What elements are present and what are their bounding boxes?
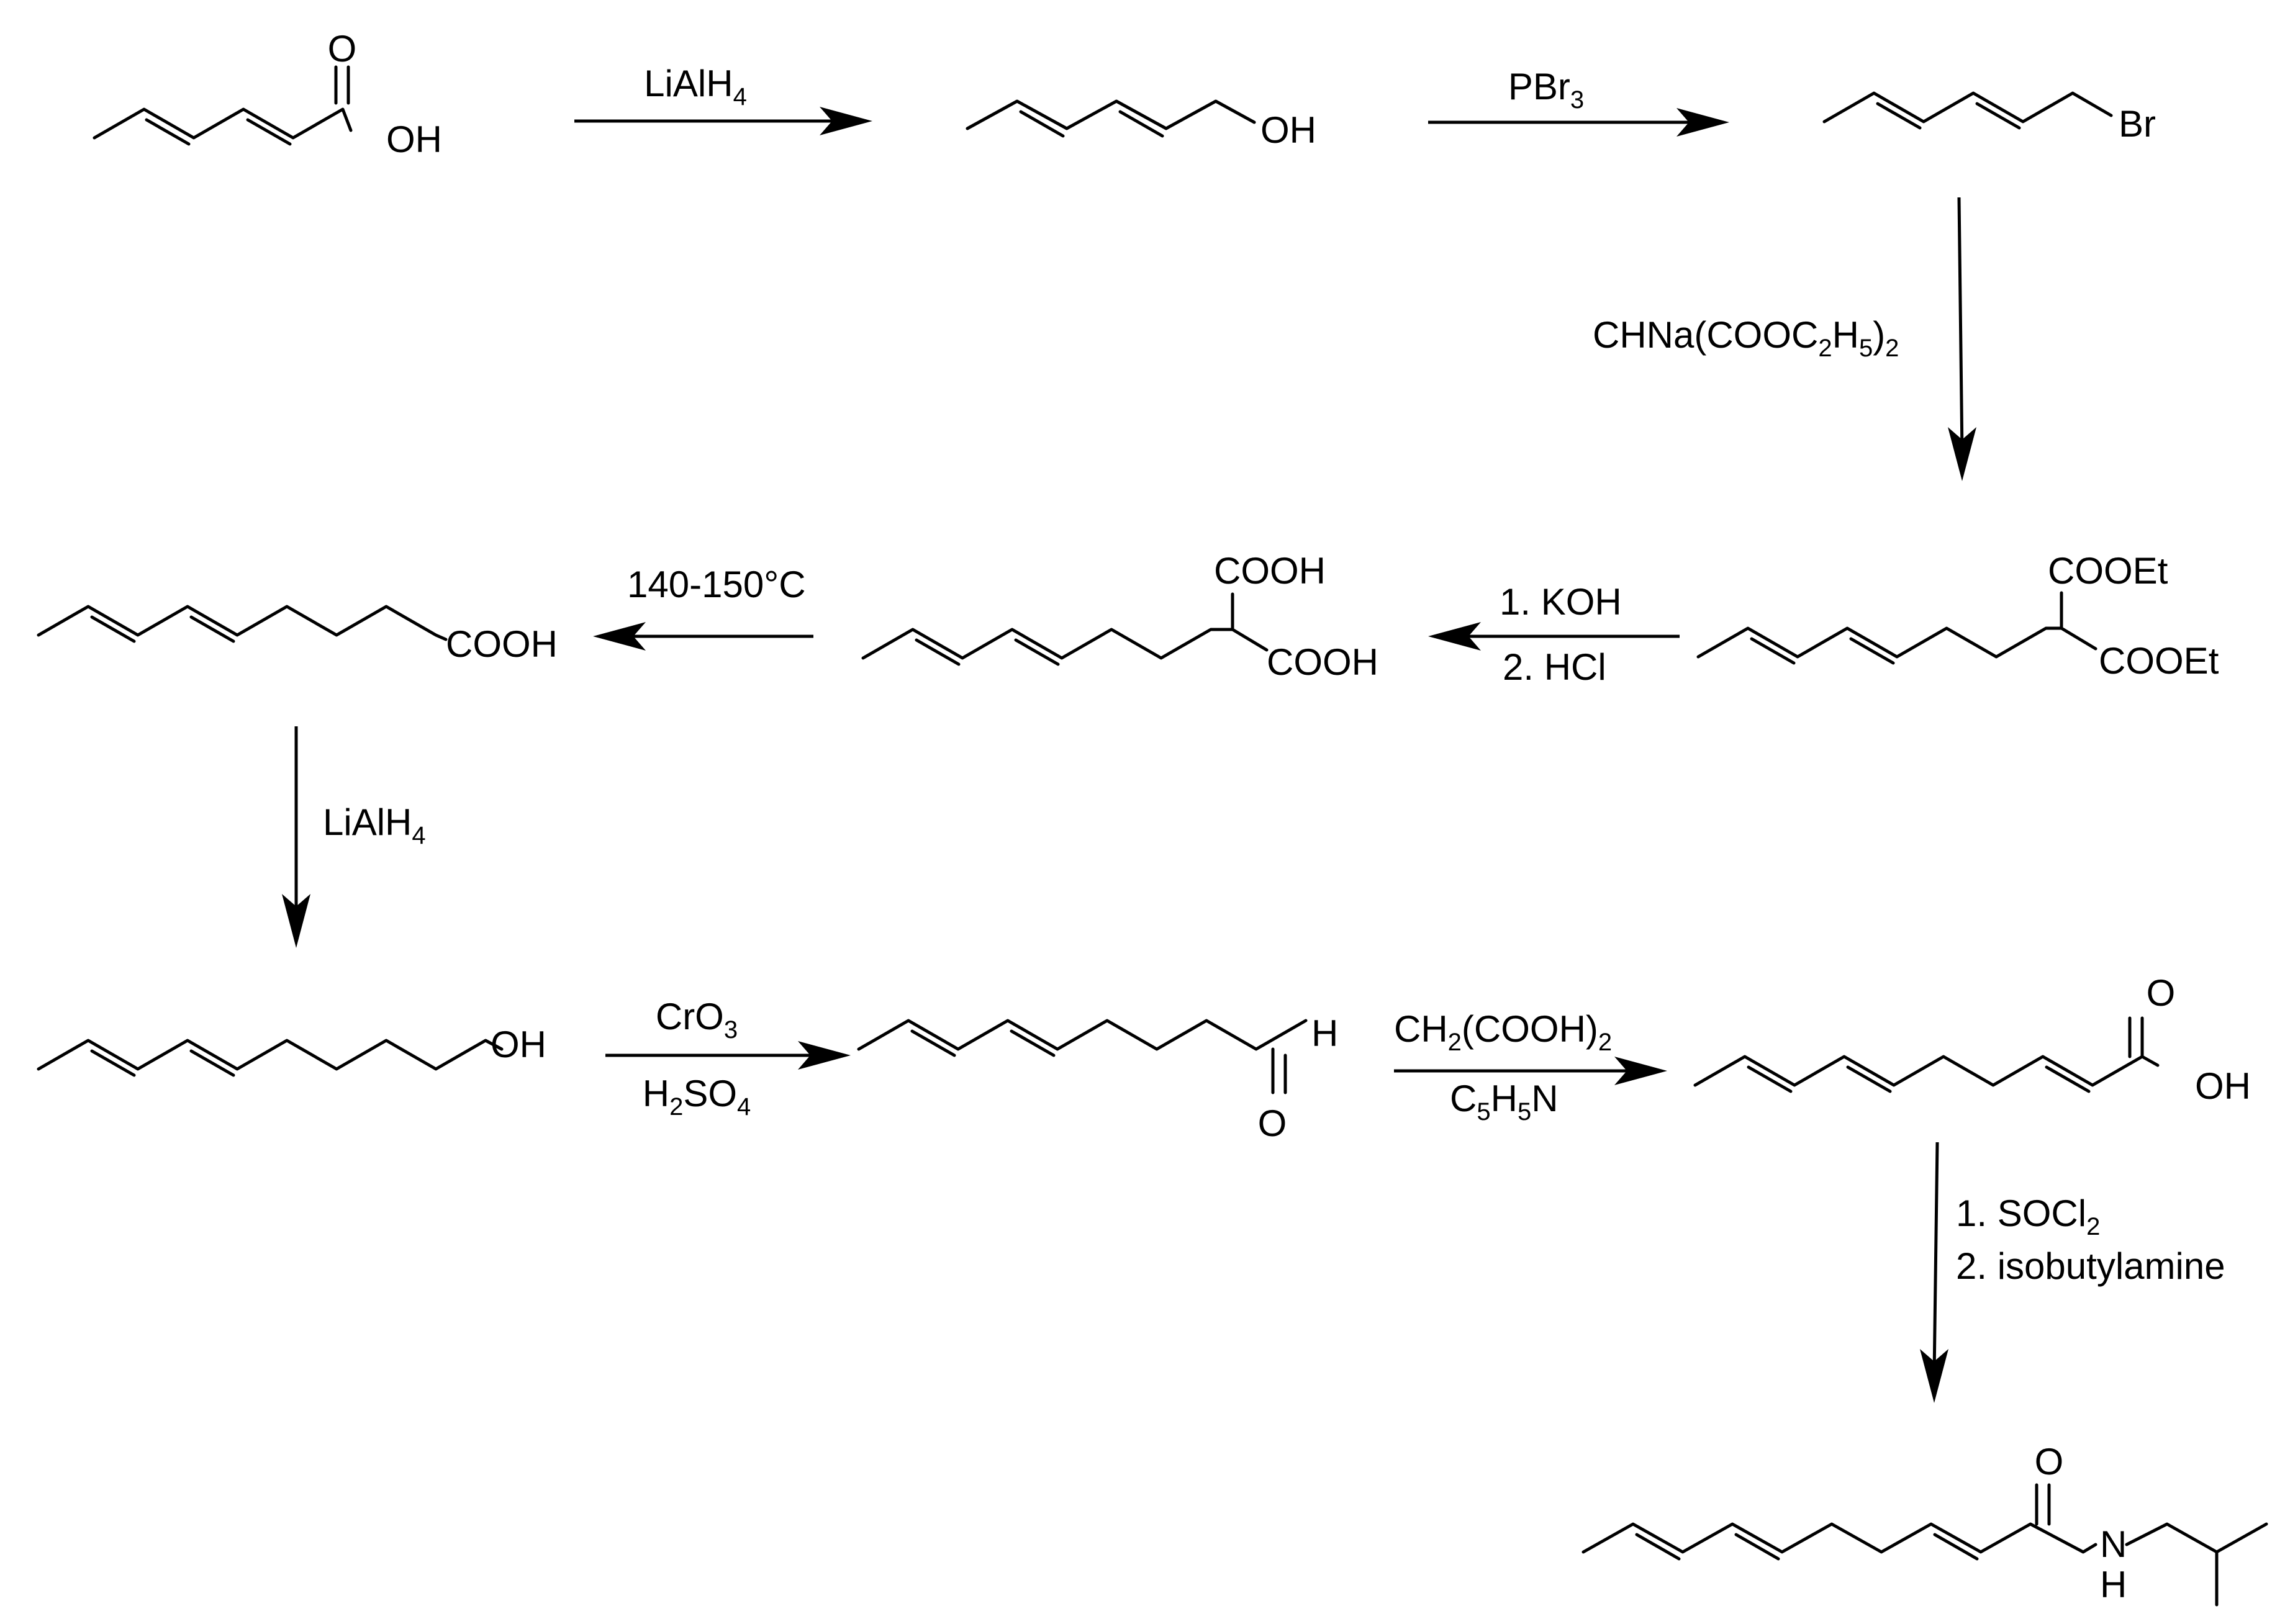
- reaction-arrow-8: [1394, 1057, 1667, 1085]
- molecule-amide: O N H: [1581, 1441, 2268, 1607]
- carboxylic-acid-bottom: COOH: [1267, 641, 1378, 683]
- carbonyl-oxygen-label: O: [2035, 1441, 2064, 1482]
- hydroxyl-label: OH: [491, 1024, 546, 1065]
- molecule-decatrienoic-acid: O OH: [1693, 972, 2251, 1107]
- reagent-koh-step: 1. KOH: [1500, 581, 1622, 623]
- molecule-hexadienyl-bromide: Br: [1822, 91, 2156, 145]
- aldehyde-hydrogen-label: H: [1311, 1013, 1338, 1054]
- molecule-octadienal: H O: [857, 1013, 1338, 1144]
- reagent-cro3: CrO3: [656, 996, 738, 1044]
- reagent-pbr3: PBr3: [1508, 66, 1584, 114]
- reagent-thionyl-chloride: 1. SOCl2: [1956, 1193, 2100, 1240]
- carboxylic-acid-label: COOH: [446, 623, 558, 665]
- hydroxyl-label: OH: [2195, 1065, 2251, 1107]
- reaction-arrow-2: [1428, 108, 1729, 137]
- aldehyde-oxygen-label: O: [1258, 1103, 1287, 1144]
- ester-group-bottom: COOEt: [2099, 640, 2219, 682]
- molecule-diester: COOEt COOEt: [1696, 550, 2219, 682]
- amide-hydrogen-label: H: [2100, 1564, 2127, 1605]
- reaction-arrow-9: [1920, 1142, 1948, 1403]
- bromine-label: Br: [2119, 103, 2156, 145]
- amide-nitrogen-label: N: [2100, 1523, 2127, 1565]
- molecule-sorbic-acid: O OH: [93, 28, 442, 160]
- reagent-lialh4-step6: LiAlH4: [323, 801, 426, 849]
- reagent-isobutylamine: 2. isobutylamine: [1956, 1245, 2225, 1287]
- reagent-h2so4: H2SO4: [643, 1073, 751, 1121]
- hydroxyl-label: OH: [1260, 109, 1316, 151]
- reaction-arrow-6: [282, 726, 310, 948]
- reagent-hcl-step: 2. HCl: [1503, 646, 1606, 688]
- reagent-decarboxylation-temperature: 140-150°C: [627, 564, 806, 605]
- molecule-diacid: COOH COOH: [861, 550, 1378, 683]
- reaction-arrow-3: [1948, 197, 1976, 481]
- reagent-lialh4-step1: LiAlH4: [644, 63, 747, 111]
- reaction-arrow-1: [574, 107, 872, 135]
- carbonyl-oxygen-label: O: [328, 28, 357, 70]
- reagent-malonic-acid: CH2(COOH)2: [1394, 1008, 1612, 1056]
- carbonyl-oxygen-label: O: [2147, 972, 2176, 1014]
- molecule-octadienol: OH: [37, 1024, 546, 1077]
- molecule-octadienoic-acid: COOH: [37, 605, 558, 665]
- reagent-pyridine: C5H5N: [1450, 1078, 1559, 1126]
- hydroxyl-label: OH: [386, 119, 442, 160]
- reaction-arrow-5: [593, 622, 813, 651]
- reaction-arrow-4: [1428, 622, 1680, 651]
- sorbic-acid-skeleton: [93, 65, 353, 146]
- reaction-arrow-7: [605, 1041, 851, 1070]
- molecule-hexadienol: OH: [966, 99, 1316, 151]
- reagent-sodium-diethyl-malonate: CHNa(COOC2H5)2: [1593, 314, 1899, 362]
- ester-group-top: COOEt: [2048, 550, 2168, 592]
- carboxylic-acid-top: COOH: [1214, 550, 1326, 592]
